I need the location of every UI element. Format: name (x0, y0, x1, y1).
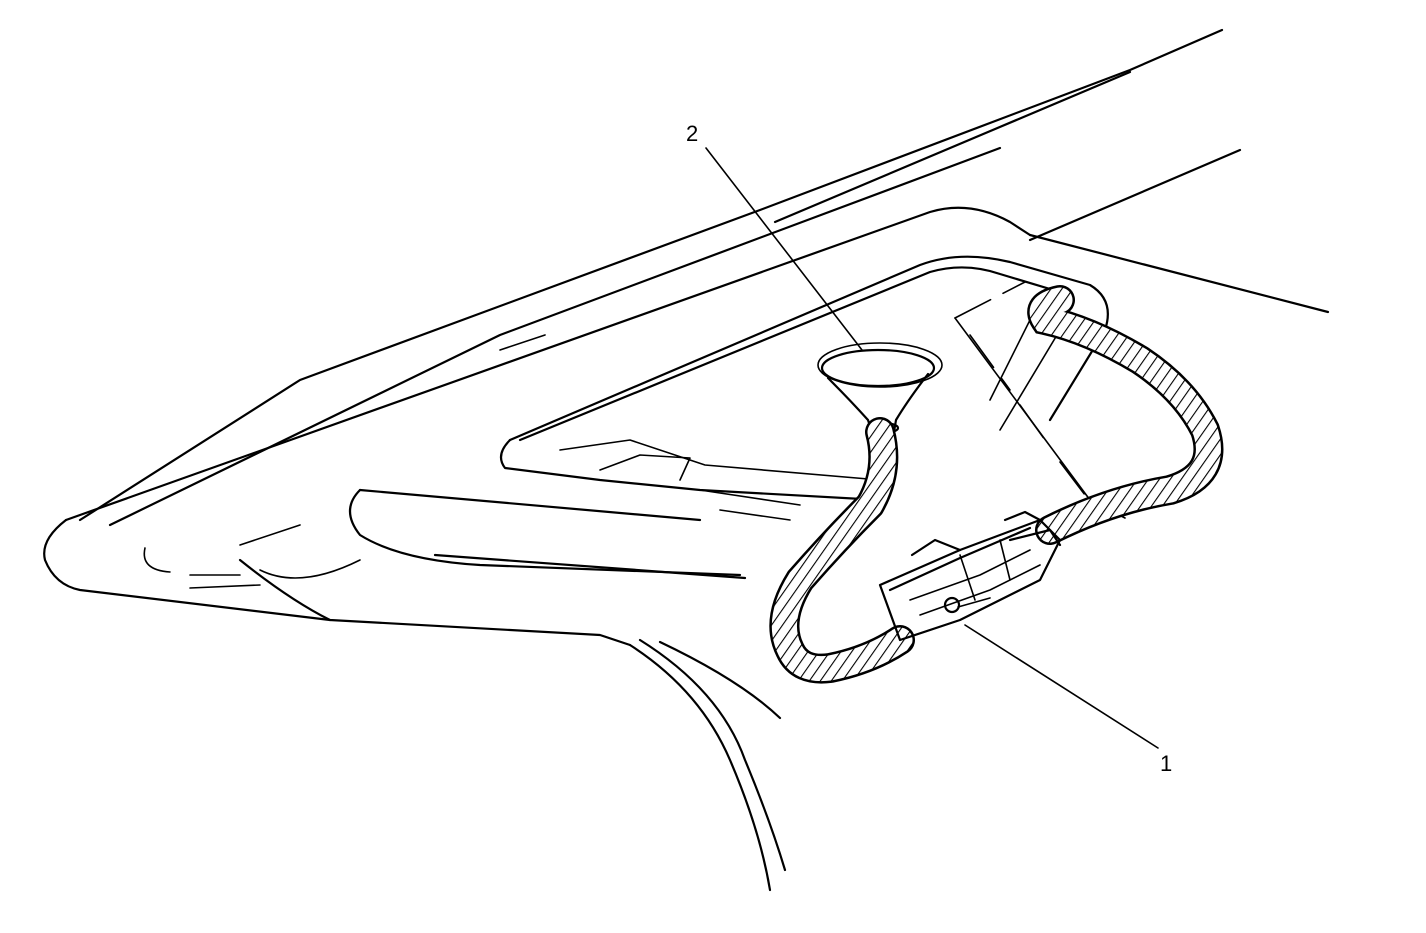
leader-line-1 (964, 624, 1159, 749)
dashed-leader (954, 281, 1086, 496)
pillar (628, 638, 787, 892)
connector (878, 510, 1062, 642)
callout-2-label: 2 (686, 121, 698, 146)
callout-1-label: 1 (1160, 751, 1172, 776)
leader-line-2 (705, 147, 863, 351)
headliner-trim (499, 255, 1109, 521)
roof-panel (43, 28, 1330, 647)
grommet (817, 342, 943, 435)
lower-panel (143, 488, 747, 622)
